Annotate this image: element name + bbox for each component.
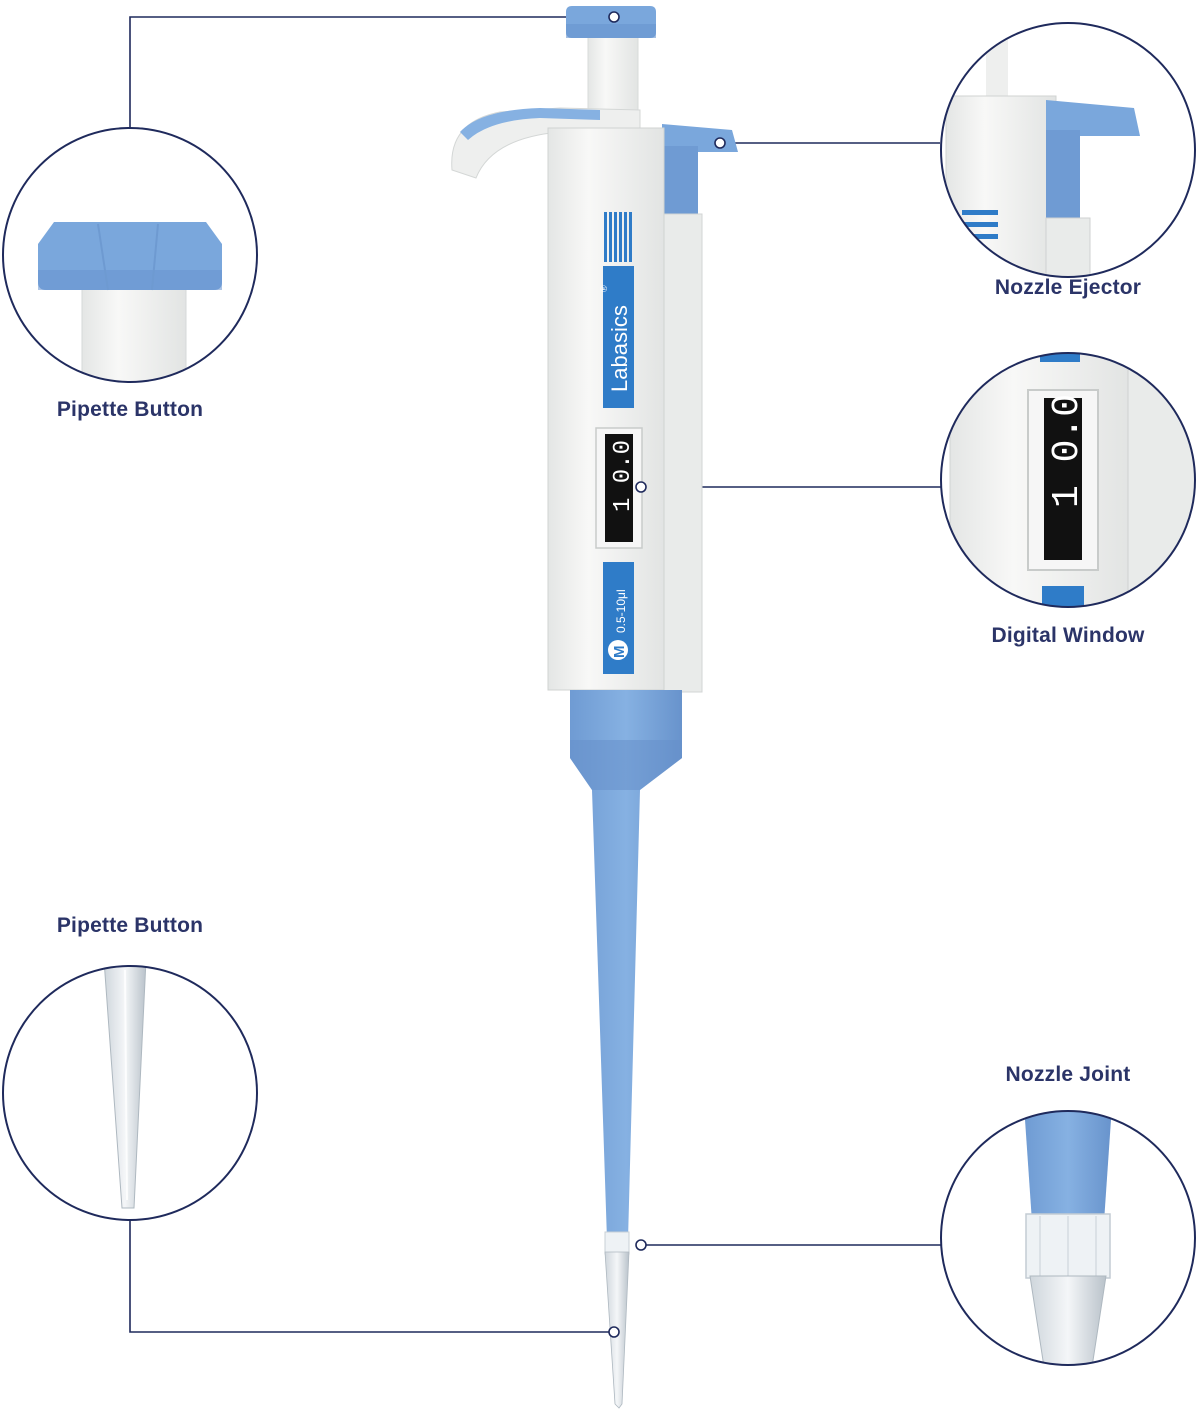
zoom-circle-nozzle-joint	[940, 1110, 1196, 1366]
connector-lines	[129, 16, 941, 1333]
digital-window-screen	[605, 434, 633, 542]
volume-range: 0.5-10μl	[614, 589, 628, 633]
connector-dots	[608, 11, 726, 1338]
zoom-circle-pipette-button	[2, 127, 258, 383]
label-pipette-button-bottom: Pipette Button	[56, 914, 204, 937]
brand-name: Labasics	[607, 305, 632, 392]
digital-display-digits: 1 0.0	[610, 440, 637, 512]
label-digital-window: Digital Window	[991, 624, 1145, 647]
grip-stripes	[604, 212, 632, 262]
digital-window-zoom-digits: 1 0.0	[1046, 394, 1089, 508]
connector-pipette-tip	[129, 1220, 614, 1333]
brand-label-bg	[603, 266, 634, 408]
nozzle-joint	[604, 1231, 630, 1255]
brand-registered-mark: ®	[599, 285, 609, 292]
label-nozzle-joint: Nozzle Joint	[1005, 1063, 1131, 1086]
label-pipette-button-top: Pipette Button	[56, 398, 204, 421]
connector-pipette-button-top	[129, 16, 614, 128]
model-badge-circle	[608, 640, 628, 660]
ejector-rail	[662, 146, 698, 218]
zoom-circle-nozzle-ejector	[940, 22, 1196, 278]
zoom-circle-digital-window: 1 0.0	[940, 352, 1196, 608]
label-nozzle-ejector: Nozzle Ejector	[994, 276, 1142, 299]
model-badge: M	[611, 646, 628, 659]
pipette-shaft	[570, 690, 682, 1240]
pipette-illustration: Labasics ® 1 0.0 M 0.5-10μl	[451, 6, 738, 1409]
zoom-circle-pipette-tip	[2, 965, 258, 1221]
